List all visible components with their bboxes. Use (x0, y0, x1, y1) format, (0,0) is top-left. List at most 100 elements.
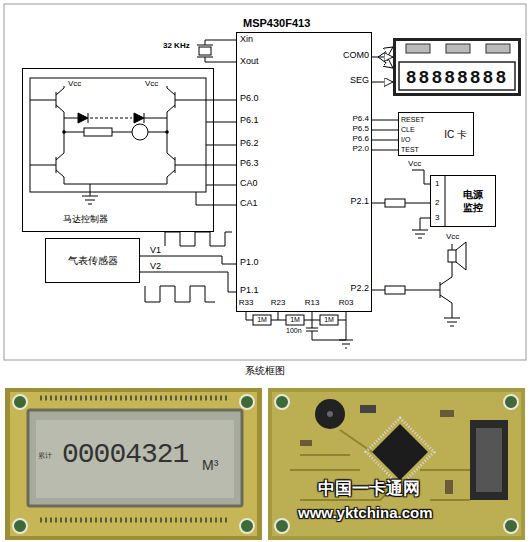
buzzer-photo (315, 399, 345, 429)
supply-label: Vcc (446, 233, 459, 241)
pin-name: P2.0 (353, 145, 369, 153)
lcd-segment (486, 44, 510, 53)
power-monitor-wiring (412, 170, 445, 238)
pin-name: P1.0 (240, 258, 259, 267)
crystal-wire (197, 40, 236, 62)
pin-name: P1.1 (240, 286, 259, 295)
block-label: IC 卡 (444, 129, 467, 140)
junction-dot (165, 130, 169, 134)
unit-label: M³ (202, 458, 218, 472)
pcb-trace (290, 430, 470, 500)
pin-number: 2 (435, 199, 439, 207)
mount-hole (275, 395, 289, 409)
diode-symbol (78, 113, 144, 123)
signal-wire (372, 120, 398, 121)
supply-label: Vcc (145, 80, 158, 88)
resistor-value: 1M (257, 316, 267, 323)
pin-name: P6.0 (240, 94, 259, 103)
resistor-symbol (320, 315, 338, 325)
pin-name: R03 (339, 299, 354, 307)
frequency-label: 32 KHz (163, 42, 190, 50)
card-slot (476, 428, 502, 492)
signal-name: V1 (150, 246, 161, 255)
mount-hole (504, 519, 518, 533)
resistor-symbol (253, 315, 271, 325)
lcd-glass (28, 410, 242, 506)
block-label: 马达控制器 (63, 215, 108, 225)
chip-name: MSP430F413 (243, 17, 310, 29)
resistor-symbol (286, 315, 304, 325)
capacitor-value: 100n (286, 327, 302, 334)
speaker-cone (456, 242, 466, 270)
speaker-symbol (448, 250, 456, 262)
dashed-link (90, 118, 132, 119)
lcd-segment (446, 44, 470, 53)
bias-network (246, 312, 353, 348)
resistor-symbol (385, 286, 405, 294)
card-connector (470, 420, 508, 500)
mount-hole (13, 395, 27, 409)
watermark: www.yktchina.com (298, 505, 432, 520)
pin-name: R13 (305, 299, 320, 307)
pin-name: P6.3 (240, 159, 259, 168)
signal-wire (372, 150, 398, 151)
digit-window (399, 62, 515, 90)
card-signal: I/O (401, 136, 410, 143)
signal-wire (372, 130, 398, 131)
smd-part (300, 440, 312, 446)
pin-name: CA1 (240, 199, 258, 208)
mcu-chip: MSP430F413 (236, 32, 372, 312)
pin-number: 1 (435, 180, 439, 188)
square-wave (165, 232, 232, 246)
buzzer-driver (372, 244, 460, 326)
signal-name: V2 (150, 262, 161, 271)
signal-wire (214, 185, 236, 186)
buzzer-hole (327, 411, 333, 417)
block-label: 气表传感器 (68, 255, 118, 266)
pin-name: P2.1 (350, 197, 369, 206)
signal-wire (214, 205, 236, 206)
resistor-value: 1M (290, 316, 300, 323)
signal-wire (214, 100, 236, 101)
motor-symbol (132, 124, 148, 140)
mount-hole (240, 519, 254, 533)
pin-name: P2.2 (350, 284, 369, 293)
card-signal: TEST (401, 146, 419, 153)
pcb-surface (272, 392, 521, 536)
mount-hole (13, 519, 27, 533)
diagram-frame (4, 4, 526, 360)
lcd-display: 88888888 (393, 38, 521, 96)
supply-label: Vcc (68, 80, 81, 88)
mount-hole (504, 395, 518, 409)
smd-part (445, 480, 453, 494)
card-signal: RESET (401, 116, 424, 123)
smd-part (360, 405, 376, 413)
figure-caption: 系统框图 (245, 366, 285, 376)
signal-arrow (372, 82, 393, 83)
square-wave (145, 286, 215, 302)
pin-name: P6.4 (353, 115, 369, 123)
gas-meter-sensor: 气表传感器 (45, 238, 140, 283)
pcb-surface (10, 392, 257, 536)
lcd-annotation: 累计 (38, 452, 52, 459)
signal-wire (214, 145, 236, 146)
mount-hole (275, 519, 289, 533)
transistor-bridge (30, 86, 214, 205)
junction-dot (62, 130, 66, 134)
signal-wire (214, 122, 236, 123)
pin-name: P6.1 (240, 116, 259, 125)
pin-name: R23 (271, 299, 286, 307)
pin-name: P6.5 (353, 125, 369, 133)
chip-photo (372, 424, 428, 480)
pin-name: P6.2 (240, 139, 259, 148)
pin-name: R33 (239, 299, 254, 307)
com-fan-arrow (378, 57, 393, 68)
signal-arrow (372, 57, 393, 58)
signal-wire (372, 140, 398, 141)
pin-name: COM0 (343, 51, 369, 60)
lcd-board-photo (5, 388, 262, 540)
segment-digits: 88888888 (406, 69, 508, 87)
crystal-symbol (199, 47, 211, 55)
signal-wire (140, 272, 236, 292)
